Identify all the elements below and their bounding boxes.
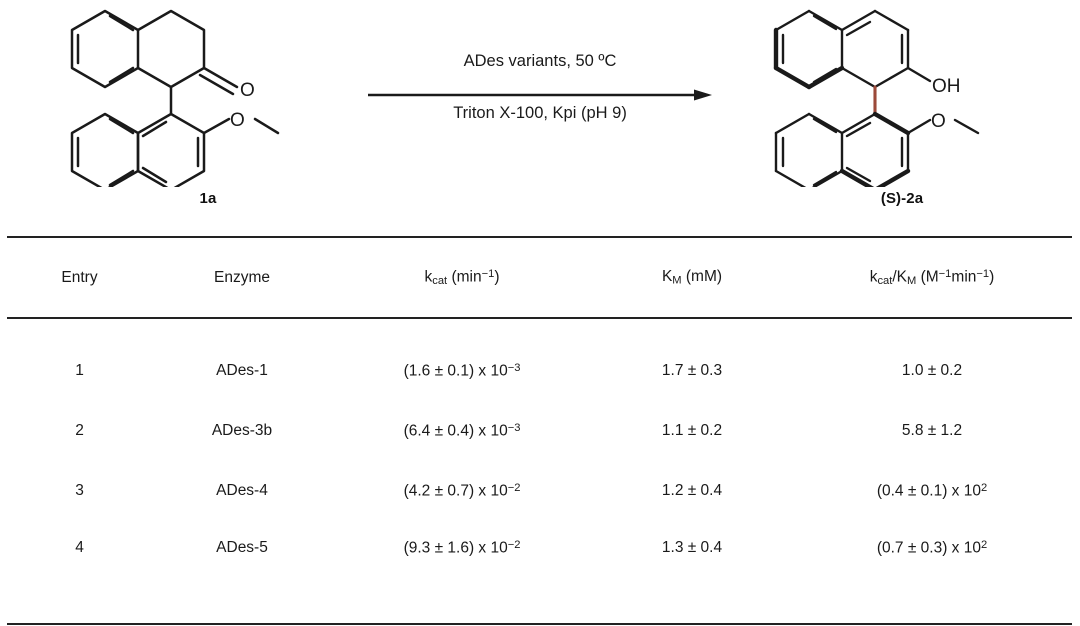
cell-kcat: (1.6 ± 0.1) x 10−3: [403, 361, 521, 380]
table-header-row: Entry Enzyme kcat (min−1) KM (mM) kcat/K…: [7, 236, 1072, 319]
substrate-svg-final: O O: [58, 2, 358, 187]
cell-entry: 2: [75, 422, 84, 439]
cell-kcat-km: (0.7 ± 0.3) x 102: [792, 521, 1072, 625]
cell-entry: 4: [7, 521, 152, 625]
cell-enzyme: ADes-4: [216, 482, 268, 499]
substrate-structure-1a: O: [30, 2, 358, 230]
reaction-conditions-below: Triton X-100, Kpi (pH 9): [453, 104, 627, 122]
cell-enzyme: ADes-5: [152, 521, 332, 625]
table-row: 3 ADes-4 (4.2 ± 0.7) x 10−2 1.2 ± 0.4 (0.4 ±…: [7, 461, 1072, 521]
cell-kcat-km: 5.8 ± 1.2: [901, 422, 963, 439]
column-header-kcat: kcat (min−1): [332, 236, 592, 319]
cell-kcat-km: 1.0 ± 0.2: [901, 362, 963, 379]
reaction-conditions-above: ADes variants, 50 ºC: [463, 52, 617, 70]
reaction-arrow-block: ADes variants, 50 ºC Triton X-100, Kpi (…: [360, 52, 720, 152]
cell-enzyme: ADes-3b: [211, 422, 273, 439]
table-row: 2 ADes-3b (6.4 ± 0.4) x 10−3 1.1 ± 0.2 5.8 ±…: [7, 401, 1072, 461]
table-header: Entry Enzyme kcat (min−1) KM (mM) kcat/K…: [7, 236, 1072, 319]
product-svg: OH: [773, 9, 980, 193]
cell-entry: 3: [75, 482, 84, 499]
cell-km: 1.7 ± 0.3: [661, 362, 723, 379]
cell-km: 1.1 ± 0.2: [661, 422, 723, 439]
substrate-label: 1a: [199, 190, 217, 207]
column-header-enzyme: Enzyme: [152, 236, 332, 319]
cell-km: 1.3 ± 0.4: [592, 521, 792, 625]
product-structure-2a: OH: [762, 2, 1062, 193]
product-hydroxyl-label: OH: [932, 76, 961, 97]
cell-entry: 1: [75, 362, 84, 379]
kinetics-table: Entry Enzyme kcat (min−1) KM (mM) kcat/K…: [7, 236, 1072, 625]
reaction-scheme: O: [0, 0, 1080, 236]
cell-km: 1.2 ± 0.4: [661, 482, 723, 499]
cell-kcat: (9.3 ± 1.6) x 10−2: [332, 521, 592, 625]
reaction-arrow-icon: [368, 89, 712, 101]
product-methoxy-o-label: O: [931, 111, 946, 132]
substrate-ketone-o: O: [240, 80, 255, 101]
cell-kcat: (4.2 ± 0.7) x 10−2: [403, 481, 521, 500]
cell-kcat-km: (0.4 ± 0.1) x 102: [876, 481, 988, 500]
column-header-kcat-km: kcat/KM (M−1min−1): [792, 236, 1072, 319]
cell-kcat: (6.4 ± 0.4) x 10−3: [403, 421, 521, 440]
kinetics-table-wrapper: Entry Enzyme kcat (min−1) KM (mM) kcat/K…: [7, 236, 1072, 625]
substrate-methoxy-o: O: [230, 110, 245, 131]
column-header-entry: Entry: [7, 236, 152, 319]
cell-enzyme: ADes-1: [216, 362, 268, 379]
table-row: 1 ADes-1 (1.6 ± 0.1) x 10−3 1.7 ± 0.3 1.0 ± …: [7, 318, 1072, 401]
column-header-km: KM (mM): [592, 236, 792, 319]
product-label: (S)-2a: [880, 190, 924, 207]
table-body: 1 ADes-1 (1.6 ± 0.1) x 10−3 1.7 ± 0.3 1.0 ± …: [7, 318, 1072, 625]
